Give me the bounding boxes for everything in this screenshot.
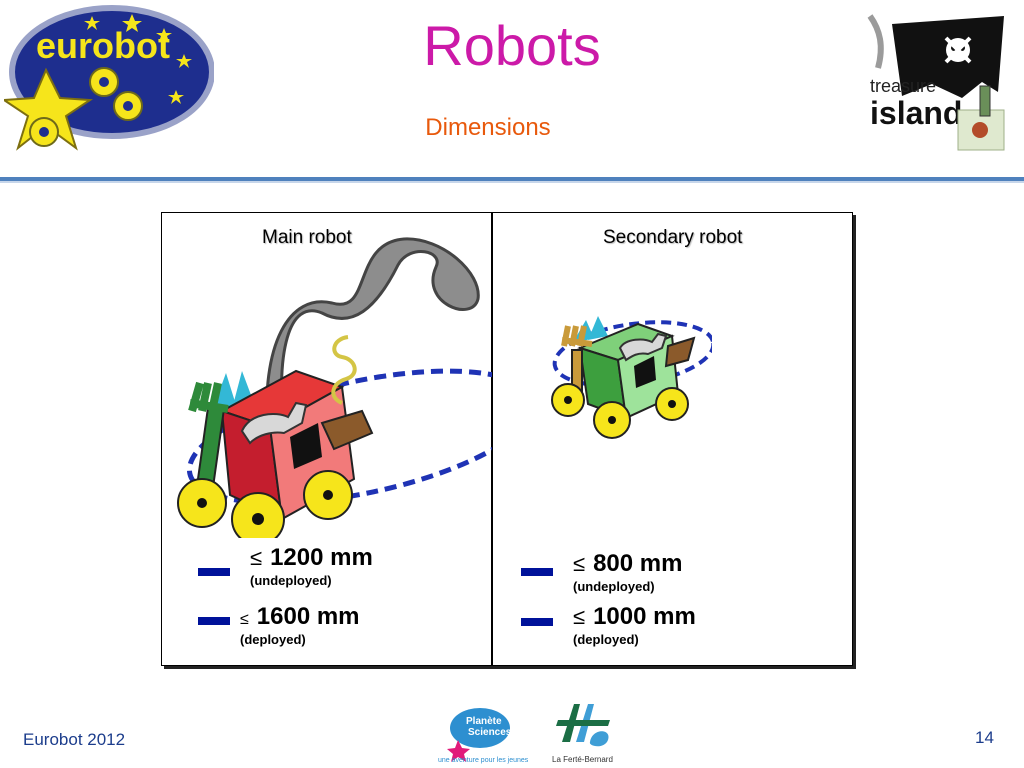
header-divider-shadow bbox=[0, 181, 1024, 183]
column-header-main-robot: Main robot bbox=[262, 227, 352, 248]
page-title: Robots bbox=[423, 14, 601, 77]
dash-secondary-deployed bbox=[521, 618, 553, 626]
column-divider bbox=[491, 213, 493, 665]
secondary-robot-undeployed-mm: 800 mm bbox=[593, 550, 683, 577]
planete-sciences-logo: Planète Sciences une aventure pour les j… bbox=[438, 708, 529, 764]
planete-tagline: une aventure pour les jeunes bbox=[438, 757, 529, 764]
main-robot-undeployed-value: ≤1200 mm bbox=[250, 544, 373, 571]
main-robot-deployed-dimension: ≤1600 mm (deployed) bbox=[240, 603, 360, 647]
treasure-island-text-2: island bbox=[870, 95, 962, 131]
dash-main-undeployed bbox=[198, 568, 230, 576]
la-ferte-bernard-logo: La Ferté-Bernard bbox=[552, 704, 613, 764]
main-robot-deployed-value: ≤1600 mm bbox=[240, 603, 360, 630]
column-header-secondary-robot: Secondary robot bbox=[603, 227, 743, 248]
le-symbol: ≤ bbox=[573, 551, 586, 576]
secondary-robot-deployed-value: ≤1000 mm bbox=[573, 603, 696, 630]
dash-main-deployed bbox=[198, 617, 230, 625]
main-robot-undeployed-note: (undeployed) bbox=[250, 573, 332, 588]
main-robot-illustration bbox=[177, 237, 492, 538]
secondary-robot-deployed-mm: 1000 mm bbox=[593, 603, 696, 630]
secondary-robot-deployed-note: (deployed) bbox=[573, 632, 639, 647]
eurobot-logo: eurobot bbox=[4, 5, 214, 151]
secondary-robot-undeployed-value: ≤800 mm bbox=[573, 550, 682, 577]
page-subtitle: Dimensions bbox=[425, 114, 551, 141]
secondary-robot-undeployed-dimension: ≤800 mm (undeployed) bbox=[573, 550, 682, 594]
main-robot-deployed-mm: 1600 mm bbox=[256, 603, 360, 630]
treasure-island-text-1: treasure bbox=[870, 76, 936, 96]
le-symbol: ≤ bbox=[240, 611, 249, 628]
page-number: 14 bbox=[975, 728, 994, 747]
secondary-robot-deployed-dimension: ≤1000 mm (deployed) bbox=[573, 603, 696, 647]
le-symbol: ≤ bbox=[573, 604, 586, 629]
main-robot-deployed-note: (deployed) bbox=[240, 632, 306, 647]
planete-text-2: Sciences bbox=[468, 727, 512, 738]
main-robot-undeployed-dimension: ≤1200 mm (undeployed) bbox=[250, 544, 373, 588]
dimensions-table: Main robot Secondary robot bbox=[161, 212, 853, 666]
secondary-robot-illustration bbox=[551, 316, 712, 439]
le-symbol: ≤ bbox=[250, 545, 263, 570]
dash-secondary-undeployed bbox=[521, 568, 553, 576]
la-ferte-bernard-text: La Ferté-Bernard bbox=[552, 755, 613, 764]
secondary-robot-undeployed-note: (undeployed) bbox=[573, 579, 655, 594]
treasure-island-logo: treasure island bbox=[867, 14, 1005, 151]
header-divider bbox=[0, 177, 1024, 181]
main-robot-undeployed-mm: 1200 mm bbox=[270, 544, 373, 571]
eurobot-logo-text: eurobot bbox=[36, 25, 170, 66]
footer-event-label: Eurobot 2012 bbox=[23, 730, 126, 749]
planete-text-1: Planète bbox=[466, 716, 502, 727]
